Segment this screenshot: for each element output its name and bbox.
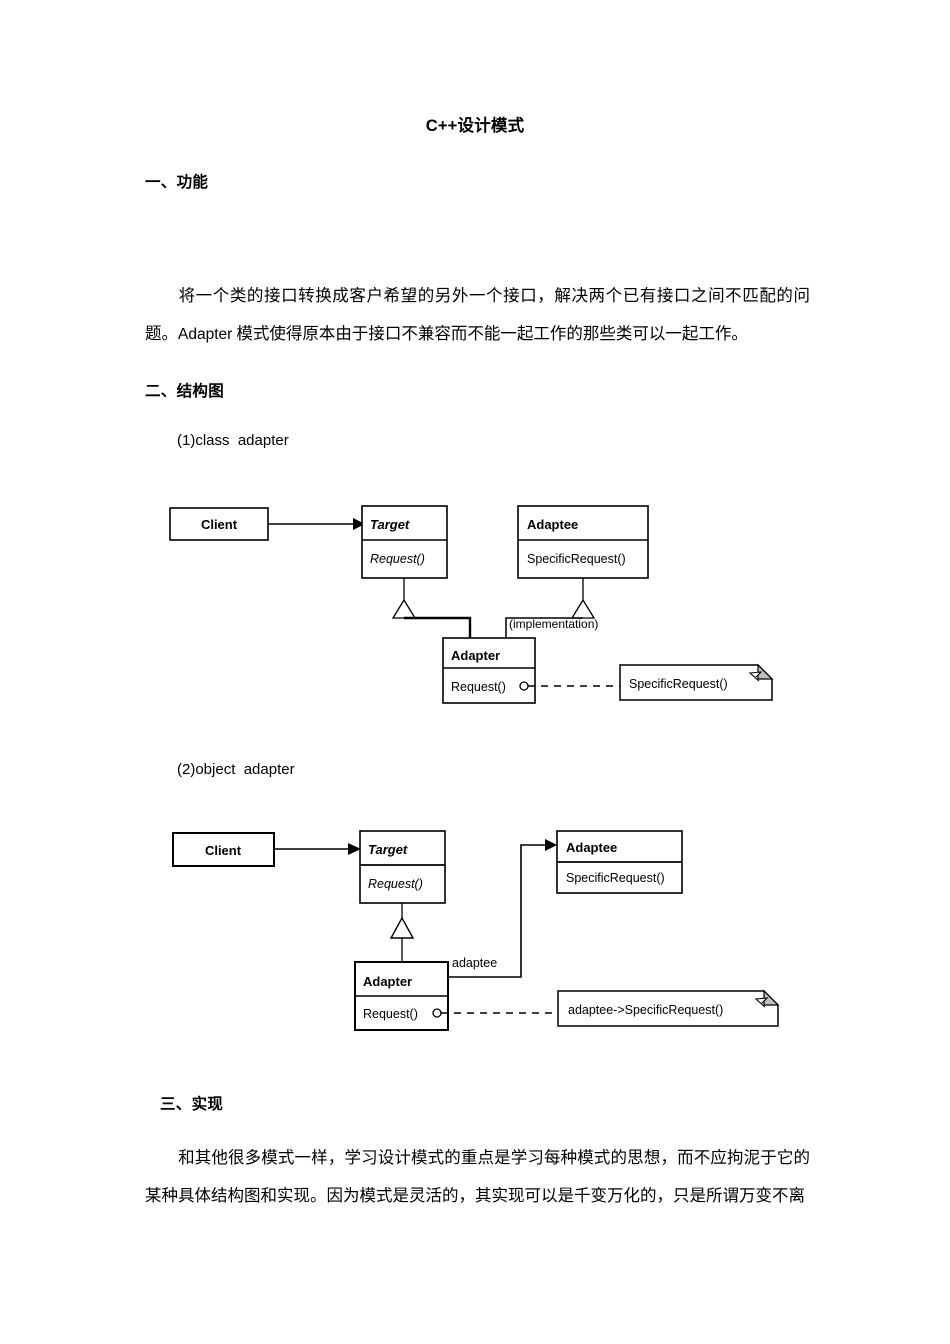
uml-class-adaptee-operation: SpecificRequest() bbox=[566, 871, 665, 885]
page-title: C++设计模式 bbox=[425, 117, 525, 135]
section-heading-implementation: 三、实现 bbox=[160, 1096, 224, 1113]
uml-edge-client-target bbox=[274, 843, 361, 855]
uml-class-target-label: Target bbox=[368, 842, 408, 857]
uml-class-adapter-label: Adapter bbox=[363, 974, 412, 989]
paragraph-implementation: 和其他很多模式一样，学习设计模式的重点是学习每种模式的思想，而不应拘泥于它的某种… bbox=[145, 1139, 810, 1215]
uml-label-adaptee-role: adaptee bbox=[452, 956, 497, 970]
section-heading-functions: 一、功能 bbox=[145, 174, 209, 191]
uml-edge-generalization-target bbox=[389, 903, 415, 962]
paragraph-functions-latin-term: Adapter bbox=[178, 326, 233, 343]
caption-class-adapter: (1)class adapter bbox=[177, 432, 289, 449]
uml-class-adaptee-label: Adaptee bbox=[527, 517, 578, 532]
paragraph-functions: 将一个类的接口转换成客户希望的另外一个接口，解决两个已有接口之间不匹配的问题。A… bbox=[145, 277, 810, 354]
uml-note-object-text: adaptee->SpecificRequest() bbox=[568, 1003, 723, 1017]
uml-note-class: SpecificRequest() bbox=[619, 663, 774, 701]
caption-object-adapter: (2)object adapter bbox=[177, 761, 295, 778]
uml-diagram-class-adapter: Client Target Request() Adaptee Specific… bbox=[160, 495, 800, 720]
uml-class-target: Target Request() bbox=[361, 505, 448, 579]
uml-class-adaptee-label: Adaptee bbox=[566, 840, 617, 855]
uml-class-adapter-operation: Request() bbox=[451, 680, 506, 694]
uml-note-link-object bbox=[432, 1008, 558, 1018]
uml-class-adaptee: Adaptee SpecificRequest() bbox=[517, 505, 649, 579]
paragraph-functions-line2: 模式使得原本由于接口不兼容而不能一起工作的那些类可以一起工作。 bbox=[232, 324, 748, 343]
uml-class-adapter: Adapter Request() bbox=[354, 961, 449, 1031]
section-heading-structure: 二、结构图 bbox=[145, 383, 225, 400]
paragraph-functions-line1: 将一个类的接口转换成客户希望的另外一个接口，解决两个已有接口之间不匹配的问题。 bbox=[145, 286, 810, 343]
uml-note-link-class bbox=[519, 681, 620, 691]
uml-note-class-text: SpecificRequest() bbox=[629, 677, 728, 691]
uml-class-client: Client bbox=[172, 832, 275, 867]
uml-diagram-object-adapter: Client Target Request() Adaptee Specific… bbox=[160, 820, 800, 1045]
uml-class-target-operation: Request() bbox=[370, 552, 425, 566]
uml-edge-generalization-target bbox=[391, 578, 472, 638]
uml-class-client-label: Client bbox=[205, 843, 242, 858]
uml-class-client: Client bbox=[169, 507, 269, 541]
uml-edge-generalization-adaptee: (implementation) bbox=[505, 578, 598, 638]
uml-edge-client-target bbox=[268, 518, 365, 530]
uml-class-adaptee: Adaptee SpecificRequest() bbox=[556, 830, 683, 894]
paragraph-implementation-text: 和其他很多模式一样，学习设计模式的重点是学习每种模式的思想，而不应拘泥于它的某种… bbox=[145, 1148, 810, 1205]
uml-class-client-label: Client bbox=[201, 517, 238, 532]
uml-note-object: adaptee->SpecificRequest() bbox=[557, 989, 780, 1027]
uml-class-target-label: Target bbox=[370, 517, 410, 532]
uml-label-implementation: (implementation) bbox=[509, 617, 598, 631]
uml-edge-association-adaptee: adaptee bbox=[448, 839, 557, 978]
uml-class-adapter: Adapter Request() bbox=[442, 637, 536, 704]
uml-class-target-operation: Request() bbox=[368, 877, 423, 891]
uml-class-adapter-label: Adapter bbox=[451, 648, 500, 663]
uml-class-adapter-operation: Request() bbox=[363, 1007, 418, 1021]
uml-class-target: Target Request() bbox=[359, 830, 446, 904]
uml-class-adaptee-operation: SpecificRequest() bbox=[527, 552, 626, 566]
